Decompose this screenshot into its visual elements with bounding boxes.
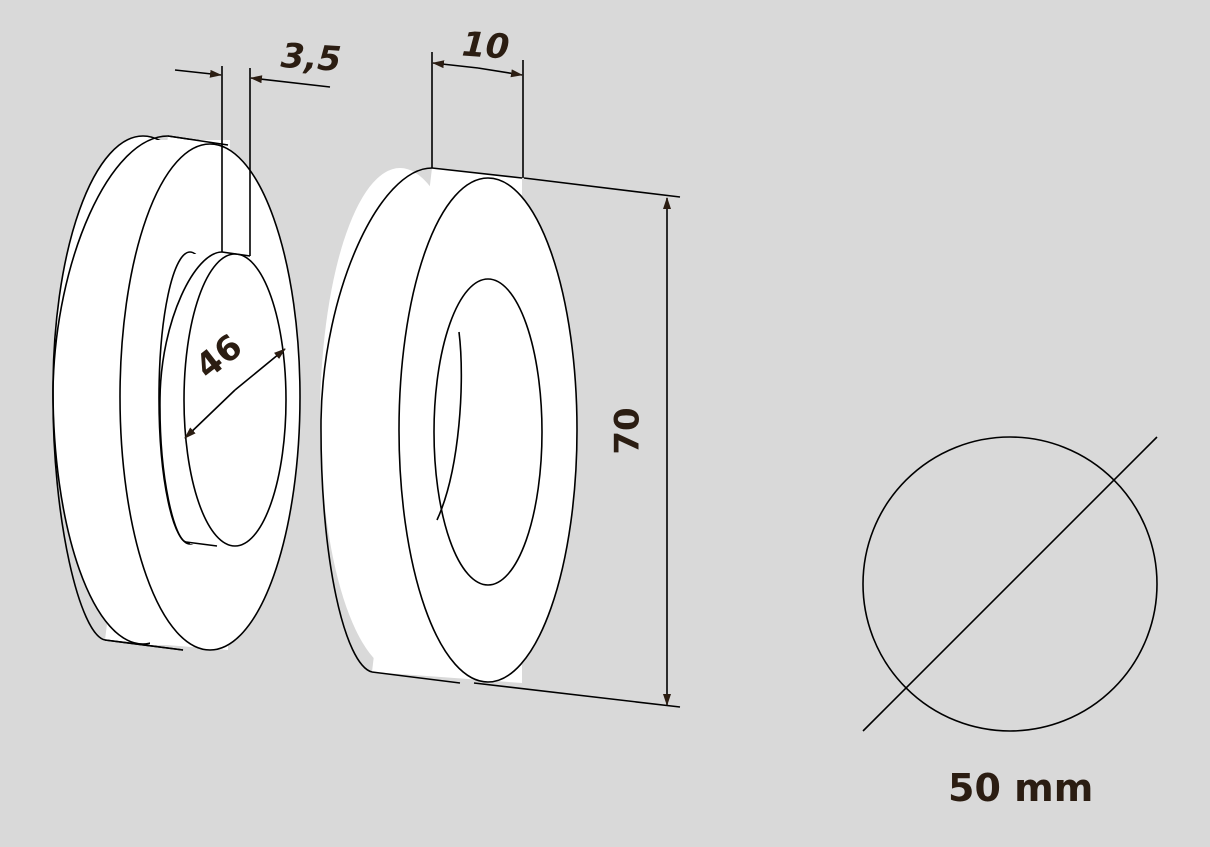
- left-ring: [52, 66, 301, 651]
- dimension-label-ring-thickness: 10: [460, 24, 511, 68]
- dimension-label-outer-diameter: 70: [607, 407, 648, 455]
- dimension-3-5: [174, 69, 331, 88]
- dimension-label-boss-height: 3,5: [279, 35, 343, 81]
- right-ring: [320, 52, 681, 708]
- left-boss-front-face: [183, 253, 287, 547]
- right-ring-bore: [433, 278, 543, 586]
- extension-line-bottom: [473, 682, 681, 708]
- diameter-caption: 50 mm: [948, 766, 1094, 810]
- dimension-10: [432, 60, 523, 78]
- extension-line-top: [523, 177, 681, 198]
- dimension-46: [184, 348, 286, 439]
- bore-back-edge: [436, 331, 463, 521]
- diameter-symbol-icon: [862, 436, 1158, 732]
- right-ring-back-outline: [320, 167, 433, 673]
